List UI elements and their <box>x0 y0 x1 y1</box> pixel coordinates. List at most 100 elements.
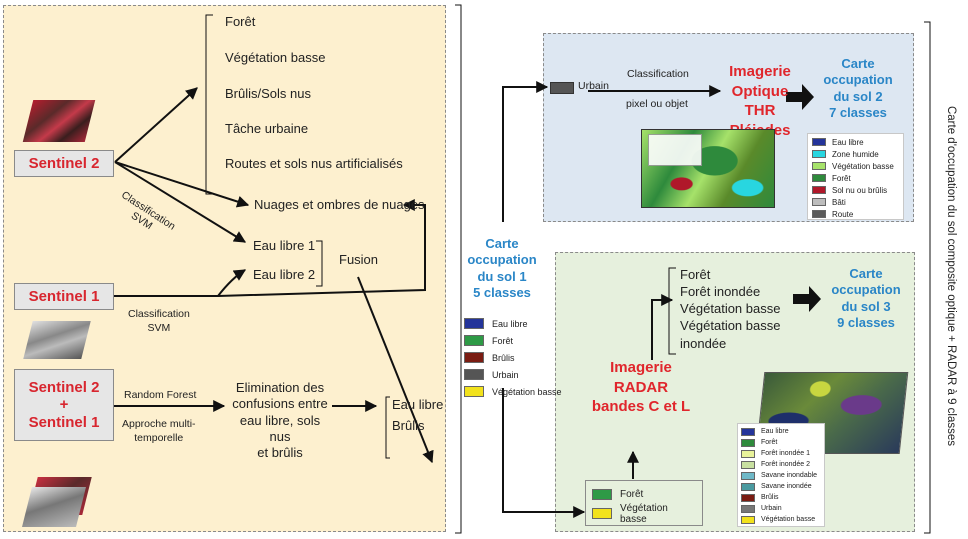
sentinel1-stack-image <box>22 487 86 527</box>
legend-label: Végétation basse <box>761 516 816 523</box>
class-brulis-sols-nus: Brûlis/Sols nus <box>225 86 311 101</box>
legend-item: Bâti <box>812 196 899 208</box>
legend-item: Forêt <box>741 437 821 448</box>
elimination-line-1: Elimination des <box>235 380 325 395</box>
legend-label: Eau libre <box>492 318 528 329</box>
imagerie-optique-line-2: Optique THR <box>731 82 789 120</box>
sentinel2-image <box>22 100 96 142</box>
legend-item: Brûlis <box>741 492 821 503</box>
legend-label: Eau libre <box>832 137 864 147</box>
legend-item: Savane inondable <box>741 470 821 481</box>
legend-item: Route <box>812 208 899 220</box>
elimination-label: Elimination des confusions entre eau lib… <box>228 380 332 461</box>
class-vegetation-basse: Végétation basse <box>225 50 326 65</box>
carte2-line-3: du sol 2 <box>833 88 883 104</box>
carte-2-legend: Eau libre Zone humide Végétation basse F… <box>807 133 904 220</box>
class-foret: Forêt <box>225 14 256 29</box>
legend-label: Eau libre <box>761 428 789 435</box>
sentinel21-line-3: Sentinel 1 <box>28 413 100 431</box>
elimination-line-4: et brûlis <box>257 445 303 460</box>
sentinel1-box: Sentinel 1 <box>14 283 114 310</box>
carte-3-legend: Eau libre Forêt Forêt inondée 1 Forêt in… <box>737 423 825 527</box>
eau-libre-final: Eau libre <box>392 397 444 412</box>
radar-class-2: Forêt inondée <box>680 284 761 300</box>
legend-item: Végétation basse <box>592 502 696 525</box>
radar-class-5: inondée <box>680 335 727 351</box>
legend-label: Forêt <box>620 489 644 500</box>
carte1-line-1: Carte <box>485 236 519 251</box>
class-routes: Routes et sols nus artificialisés <box>225 156 403 171</box>
imagerie-radar-line-3: bandes C et L <box>591 398 691 415</box>
legend-label: Végétation basse <box>832 161 894 171</box>
approche-line-1: Approche multi- <box>122 418 196 430</box>
brulis-final: Brûlis <box>392 418 425 433</box>
radar-class-3: Végétation basse <box>680 301 781 317</box>
legend-item: Zone humide <box>812 148 899 160</box>
legend-item: Forêt <box>812 172 899 184</box>
elimination-line-3: eau libre, sols nus <box>239 412 321 444</box>
legend-label: Forêt <box>761 439 778 446</box>
radar-input-legend: Forêt Végétation basse <box>585 480 703 526</box>
legend-item: Végétation basse <box>741 514 821 525</box>
legend-label: Végétation basse <box>620 502 668 525</box>
carte3-line-4: 9 classes <box>837 314 895 330</box>
legend-item: Urbain <box>464 366 564 383</box>
legend-label: Bâti <box>832 197 846 207</box>
imagerie-radar-line-2: RADAR <box>613 378 669 396</box>
carte3-line-1: Carte <box>849 266 883 281</box>
sentinel21-line-1: Sentinel 2 <box>28 379 100 397</box>
sentinel21-line-2: + <box>59 396 69 414</box>
carte2-line-2: occupation <box>823 72 893 88</box>
approche-label: Approche multi- temporelle <box>122 418 196 445</box>
urbain-label: Urbain <box>578 80 609 92</box>
legend-label: Forêt <box>832 173 851 183</box>
optical-map-image <box>641 129 775 208</box>
random-forest-label: Random Forest <box>124 389 197 401</box>
legend-label: Brûlis <box>761 494 779 501</box>
carte3-line-3: du sol 3 <box>841 298 891 314</box>
legend-item: Végétation basse <box>812 160 899 172</box>
legend-label: Urbain <box>492 369 519 380</box>
class-tache-urbaine: Tâche urbaine <box>225 121 309 136</box>
eau-libre-1: Eau libre 1 <box>253 238 316 253</box>
legend-item: Sol nu ou brûlis <box>812 184 899 196</box>
carte1-line-4: 5 classes <box>473 284 531 300</box>
legend-item: Forêt inondée 1 <box>741 448 821 459</box>
legend-item: Eau libre <box>741 426 821 437</box>
radar-classes: Forêt Forêt inondée Végétation basse Vég… <box>680 266 780 352</box>
legend-item: Végétation basse <box>464 383 564 400</box>
pixel-objet-label: pixel ou objet <box>626 98 688 110</box>
svm-s1-line-1: Classification <box>128 308 190 320</box>
approche-line-2: temporelle <box>134 431 184 444</box>
legend-label: Savane inondable <box>761 472 818 479</box>
svm-s1-line-2: SVM <box>147 322 171 335</box>
left-panel <box>3 5 446 532</box>
legend-label: Forêt inondée 1 <box>761 450 811 457</box>
legend-item: Forêt inondée 2 <box>741 459 821 470</box>
carte2-line-1: Carte <box>841 56 875 71</box>
legend-item: Forêt <box>464 332 564 349</box>
classification-svm-s1: Classification SVM <box>128 307 190 335</box>
imagerie-radar-line-1: Imagerie <box>610 359 672 376</box>
radar-class-4: Végétation basse <box>680 318 781 334</box>
classification-label: Classification <box>627 68 689 80</box>
carte2-line-4: 7 classes <box>829 104 887 120</box>
carte1-line-2: occupation <box>467 252 537 268</box>
carte3-line-2: occupation <box>831 282 901 298</box>
side-title: Carte d'occupation du sol composite opti… <box>945 105 957 447</box>
elimination-line-2: confusions entre <box>232 396 328 412</box>
nuages-label: Nuages et ombres de nuages <box>254 197 425 212</box>
imagerie-radar-title: Imagerie RADAR bandes C et L <box>586 358 696 417</box>
radar-class-1: Forêt <box>680 267 711 282</box>
legend-label: Forêt inondée 2 <box>761 461 811 468</box>
urbain-swatch <box>550 82 574 94</box>
legend-label: Route <box>832 209 854 219</box>
sentinel2-box: Sentinel 2 <box>14 150 114 177</box>
legend-label: Brûlis <box>492 352 515 363</box>
legend-item: Forêt <box>592 485 696 504</box>
legend-item: Savane inondée <box>741 481 821 492</box>
imagerie-optique-line-1: Imagerie <box>729 63 791 80</box>
legend-item: Eau libre <box>464 315 564 332</box>
legend-label: Zone humide <box>832 149 879 159</box>
